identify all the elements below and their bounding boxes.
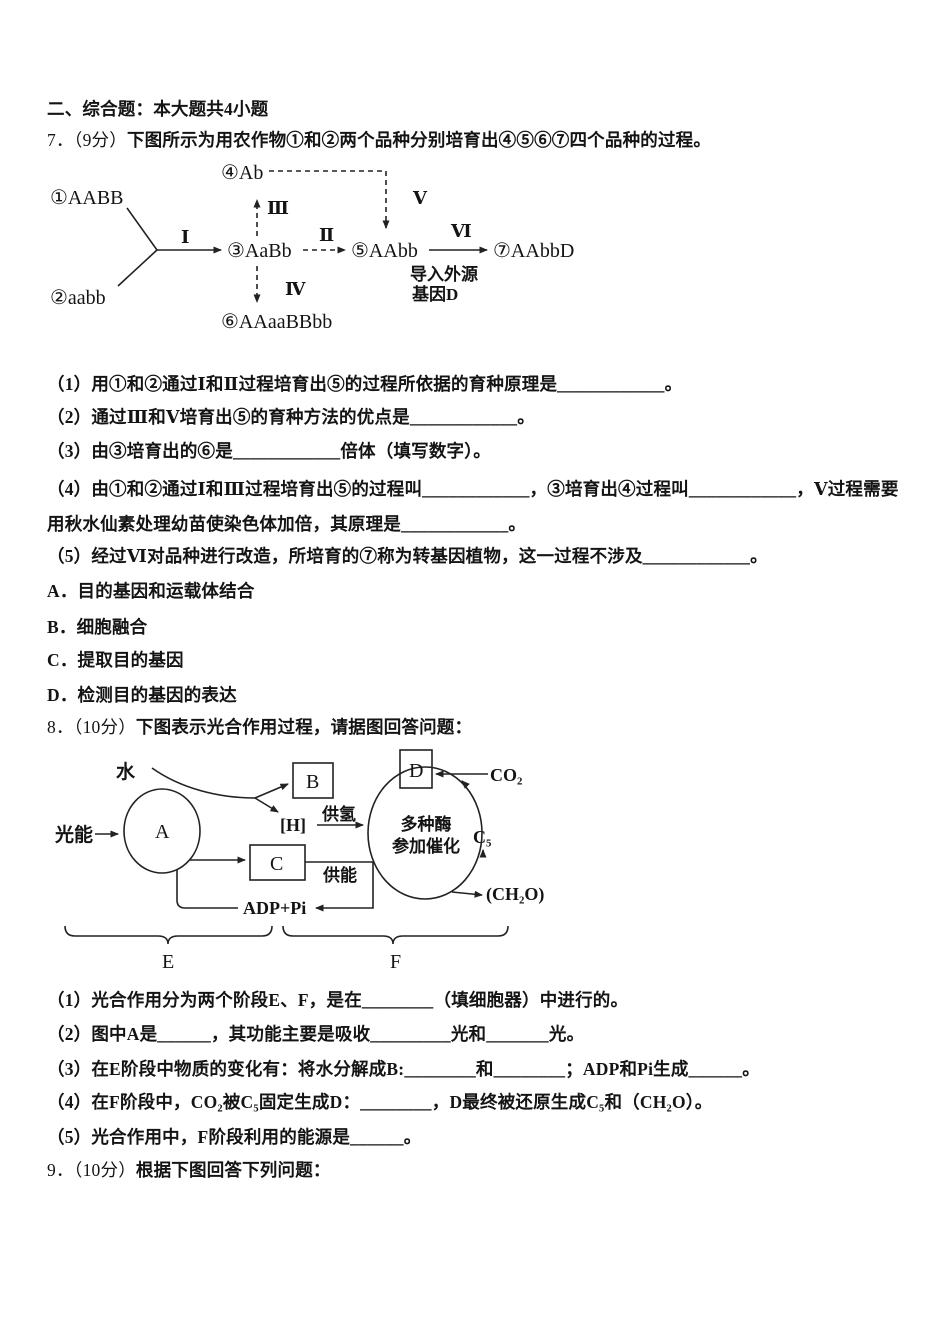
q8-item-5: （5）光合作用中，F阶段利用的能源是______。: [47, 1127, 422, 1147]
q8-item-2: （2）图中A是______，其功能主要是吸收_________光和_______…: [47, 1024, 585, 1044]
q7-option-b: B．细胞融合: [47, 617, 148, 637]
adp-recycle-path: [176, 870, 238, 909]
brace-stage-f: [282, 925, 509, 945]
stage-e-label: E: [162, 951, 174, 973]
q7-option-d: D．检测目的基因的表达: [47, 685, 237, 705]
q7-option-c: C．提取目的基因: [47, 650, 184, 670]
q9-stem: 根据下图回答下列问题：: [135, 1160, 331, 1180]
q7-stem: 下图所示为用农作物①和②两个品种分别培育出④⑤⑥⑦四个品种的过程。: [126, 130, 712, 150]
q8-diagram-shapes: [64, 749, 509, 945]
box-d: [399, 749, 433, 789]
q7-item-2: （2）通过Ⅲ和Ⅴ培育出⑤的育种方法的优点是____________。: [47, 407, 535, 427]
label-a: A: [155, 821, 170, 843]
box-b: [292, 762, 334, 799]
q7-score: （9分）: [73, 130, 127, 150]
q7-breeding-diagram: ①AABB ②aabb ③AaBb ④Ab ⑤AAbb ⑥AAaaBBbb ⑦A…: [50, 162, 574, 333]
arrow-to-h: [254, 797, 279, 813]
genotype-parent2: ②aabb: [50, 287, 106, 309]
cross-converge-lines: [117, 207, 159, 287]
vi-note-line2: 基因D: [411, 284, 458, 304]
enzyme-note-line2: 参加催化: [392, 836, 460, 856]
enzyme-note-line1: 多种酶: [401, 814, 452, 834]
q7-item-3: （3）由③培育出的⑥是____________倍体（填写数字）。: [47, 441, 491, 461]
q8-number: 8．: [47, 717, 74, 737]
brace-stage-e: [64, 925, 273, 945]
q9-number: 9．: [47, 1160, 74, 1180]
label-process-ii: Ⅱ: [319, 225, 334, 245]
q7-item-4: （4）由①和②通过Ⅰ和Ⅲ过程培育出⑤的过程叫____________，③培育出④…: [47, 479, 899, 534]
supply-hydrogen-label: 供氢: [321, 804, 356, 824]
genotype-node3: ③AaBb: [227, 240, 292, 262]
q8-item-3: （3）在E阶段中物质的变化有：将水分解成B:________和________；…: [47, 1059, 760, 1079]
cycle-arrow-to-d: [461, 780, 470, 789]
stage-f-label: F: [390, 951, 401, 973]
q7-option-a: A．目的基因和运载体结合: [47, 581, 255, 601]
arrow-process-v: [269, 170, 390, 229]
genotype-node6: ⑥AAaaBBbb: [221, 311, 332, 333]
q8-photosynthesis-diagram: 水 光能 A B C D [H] 供氢 供能 多种酶 参加催化 CO₂ C₅ (…: [54, 749, 544, 973]
genotype-parent1: ①AABB: [50, 187, 124, 209]
label-process-vi: Ⅵ: [450, 221, 472, 241]
genotype-node7: ⑦AAbbD: [493, 240, 574, 262]
q8-stem: 下图表示光合作用过程，请据图回答问题：: [135, 717, 473, 737]
ch2o-label: (CH₂O): [486, 884, 544, 905]
label-process-v: Ⅴ: [412, 188, 428, 208]
water-curve: [151, 767, 256, 799]
q9-score: （10分）: [73, 1160, 136, 1180]
supply-energy-label: 供能: [322, 865, 357, 885]
calvin-cycle-circle: [367, 766, 483, 900]
arrow-to-b: [254, 783, 289, 799]
q8-item-4: （4）在F阶段中，CO₂被C₅固定生成D：________，D最终被还原生成C₅…: [47, 1092, 713, 1112]
circle-a: [123, 788, 201, 874]
q8-header: 8．（10分）下图表示光合作用过程，请据图回答问题：: [47, 714, 472, 739]
label-process-iv: Ⅳ: [285, 279, 306, 299]
energy-return-path: [305, 861, 374, 912]
section-header: 二、综合题：本大题共4小题: [47, 99, 269, 119]
q7-item-5: （5）经过Ⅵ对品种进行改造，所培育的⑦称为转基因植物，这一过程不涉及______…: [47, 546, 768, 566]
label-process-iii: Ⅲ: [267, 198, 289, 218]
q7-item-1: （1）用①和②通过Ⅰ和Ⅱ过程培育出⑤的过程所依据的育种原理是__________…: [47, 374, 683, 394]
q7-diagram-arrows: [117, 170, 488, 303]
arrow-to-ch2o: [451, 890, 483, 898]
label-h: [H]: [280, 815, 306, 835]
light-energy-label: 光能: [54, 823, 93, 846]
genotype-node5: ⑤AAbb: [351, 240, 418, 262]
label-d: D: [409, 760, 423, 782]
q7-number: 7．: [47, 130, 74, 150]
vi-note-line1: 导入外源: [410, 264, 478, 284]
q9-header: 9．（10分）根据下图回答下列问题：: [47, 1157, 331, 1182]
adp-pi-label: ADP+Pi: [243, 898, 306, 918]
q7-header: 7．（9分）下图所示为用农作物①和②两个品种分别培育出④⑤⑥⑦四个品种的过程。: [47, 127, 711, 152]
water-label: 水: [116, 761, 136, 783]
label-b: B: [306, 771, 319, 793]
q8-item-1: （1）光合作用分为两个阶段E、F，是在________（填细胞器）中进行的。: [47, 990, 629, 1010]
co2-label: CO₂: [490, 765, 522, 785]
q8-score: （10分）: [73, 717, 136, 737]
c5-label: C₅: [473, 827, 491, 847]
genotype-node4: ④Ab: [221, 162, 263, 184]
label-process-i: Ⅰ: [181, 227, 189, 247]
label-c: C: [270, 853, 283, 875]
